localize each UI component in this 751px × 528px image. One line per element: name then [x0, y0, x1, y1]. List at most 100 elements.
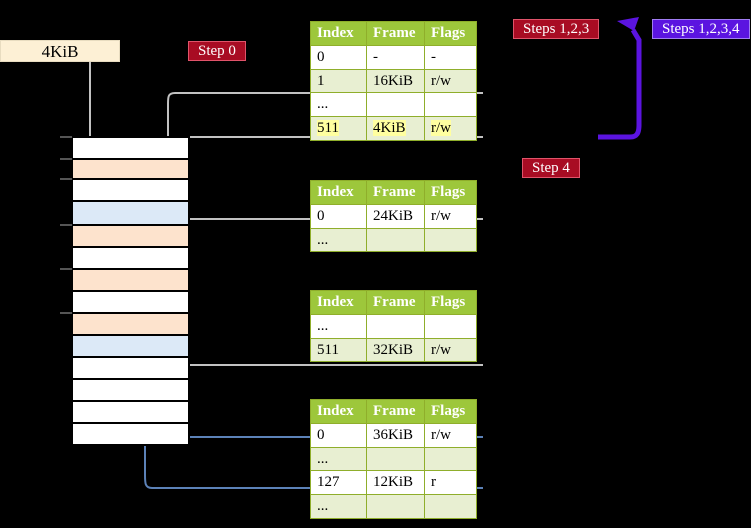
cell-flags: r/w — [424, 422, 477, 448]
table-row: 0-- — [310, 44, 477, 70]
memory-row — [71, 378, 190, 400]
memory-row — [71, 268, 190, 290]
table-row: ... — [310, 494, 477, 519]
cell-flags: r/w — [424, 203, 477, 229]
memory-row — [71, 312, 190, 334]
cell-frame: 12KiB — [366, 470, 425, 495]
cell-highlight: 4KiB — [373, 120, 406, 136]
table-row: ... — [310, 92, 477, 117]
table-row: ... — [310, 227, 477, 253]
cell-flags — [424, 227, 477, 253]
cell-flags — [424, 92, 477, 117]
column-header-flags: Flags — [424, 21, 477, 46]
cell-frame: 32KiB — [366, 337, 425, 363]
table-row: 511 4KiB r/w — [310, 116, 477, 141]
cell-highlight: r/w — [431, 120, 451, 136]
memory-row — [71, 400, 190, 422]
column-header-frame: Frame — [366, 21, 425, 46]
size-label-box: 4KiB — [0, 40, 120, 62]
memory-row — [71, 290, 190, 312]
steps123-badge: Steps 1,2,3 — [513, 19, 600, 39]
cell-frame — [366, 494, 425, 519]
column-header-index: Index — [310, 399, 367, 424]
cell-flags: r — [424, 470, 477, 495]
cell-flags — [424, 446, 477, 472]
cell-frame: 24KiB — [366, 203, 425, 229]
memory-tick — [60, 136, 72, 138]
cell-flags: r/w — [424, 116, 477, 141]
cell-index: 511 — [310, 116, 367, 141]
cell-frame — [366, 92, 425, 117]
table-row: ... — [310, 446, 477, 472]
memory-row — [71, 246, 190, 268]
column-header-index: Index — [310, 290, 367, 315]
cell-flags: r/w — [424, 337, 477, 363]
column-header-frame: Frame — [366, 180, 425, 205]
step0-badge: Step 0 — [188, 41, 246, 61]
cell-index: 127 — [310, 470, 367, 495]
memory-row — [71, 334, 190, 356]
memory-row — [71, 356, 190, 378]
memory-row — [71, 178, 190, 200]
physical-memory-column — [71, 136, 190, 446]
cell-frame — [366, 227, 425, 253]
memory-row — [71, 136, 190, 158]
memory-tick — [60, 312, 72, 314]
steps1234-label: Steps 1,2,3,4 — [662, 20, 740, 37]
cell-flags: - — [424, 44, 477, 70]
cell-frame — [366, 313, 425, 339]
memory-tick — [60, 224, 72, 226]
memory-tick — [60, 178, 72, 180]
step0-label: Step 0 — [198, 42, 236, 59]
memory-row — [71, 224, 190, 246]
cell-flags — [424, 494, 477, 519]
column-header-frame: Frame — [366, 399, 425, 424]
table-row: ... — [310, 313, 477, 339]
column-header-frame: Frame — [366, 290, 425, 315]
column-header-index: Index — [310, 21, 367, 46]
cell-frame: 4KiB — [366, 116, 425, 141]
steps1234-badge: Steps 1,2,3,4 — [652, 19, 750, 39]
column-header-flags: Flags — [424, 290, 477, 315]
cell-frame: 36KiB — [366, 422, 425, 448]
cell-index: 511 — [310, 337, 367, 363]
column-header-flags: Flags — [424, 399, 477, 424]
column-header-flags: Flags — [424, 180, 477, 205]
wire-steps-loop — [598, 17, 642, 140]
cell-frame: - — [366, 44, 425, 70]
cell-index: 1 — [310, 68, 367, 94]
cell-index: ... — [310, 494, 367, 519]
memory-row — [71, 422, 190, 446]
memory-row — [71, 158, 190, 178]
memory-tick — [60, 158, 72, 160]
memory-tick — [60, 268, 72, 270]
column-header-index: Index — [310, 180, 367, 205]
size-label-text: 4KiB — [41, 41, 79, 61]
memory-row — [71, 200, 190, 224]
cell-index: 0 — [310, 44, 367, 70]
cell-index: ... — [310, 227, 367, 253]
steps123-label: Steps 1,2,3 — [523, 20, 590, 37]
cell-flags: r/w — [424, 68, 477, 94]
cell-index: 0 — [310, 203, 367, 229]
cell-frame: 16KiB — [366, 68, 425, 94]
cell-highlight: 511 — [317, 120, 339, 136]
cell-index: ... — [310, 92, 367, 117]
cell-index: 0 — [310, 422, 367, 448]
step4-badge: Step 4 — [522, 158, 580, 178]
step4-label: Step 4 — [532, 159, 570, 176]
